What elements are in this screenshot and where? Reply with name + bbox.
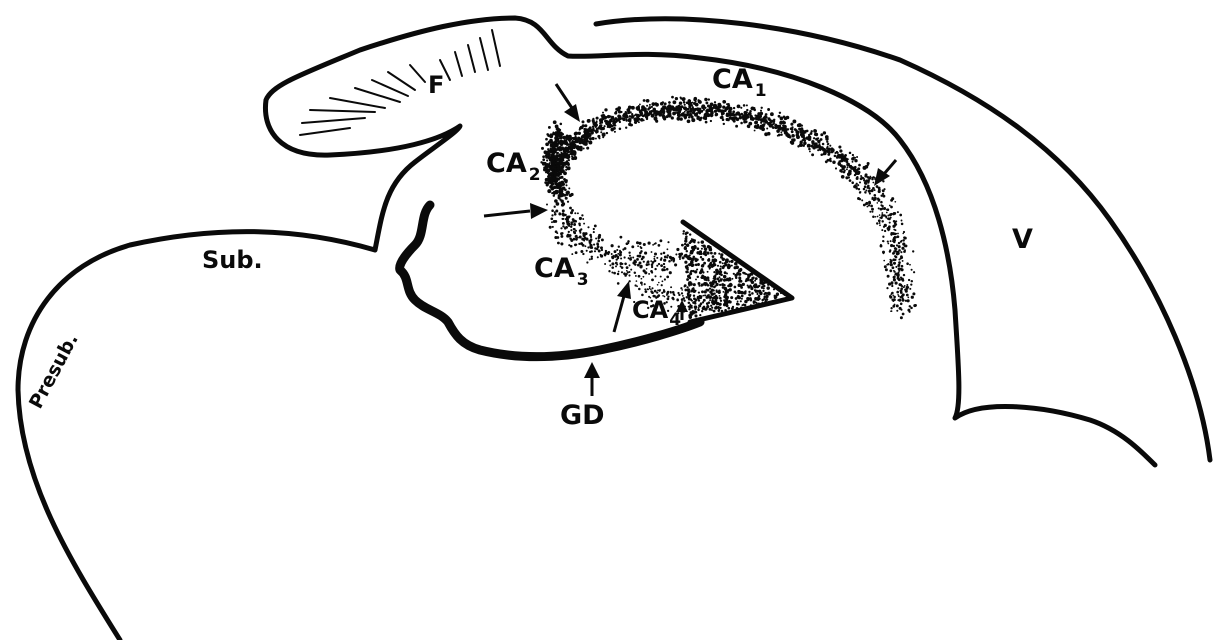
pyramidal-cell-layer — [540, 96, 917, 320]
hippocampus-outline — [18, 18, 1155, 640]
arrow-ca1-ca2-border — [556, 84, 580, 122]
ca4-label: CA4 — [632, 296, 681, 330]
arrow-dentate-gyrus — [584, 362, 600, 396]
arrow-ca2-ca3-border — [484, 203, 548, 219]
ventricle-label: V — [1012, 224, 1033, 255]
subiculum-label: Sub. — [202, 246, 263, 274]
presubiculum-label: Presub. — [25, 330, 83, 413]
fornix-fibers — [300, 30, 500, 135]
arrow-ca3-ca4-border — [614, 281, 631, 332]
dentate-gyrus-label: GD — [560, 400, 605, 431]
fornix-label: F — [428, 71, 444, 99]
arrow-ca1-end — [874, 160, 896, 186]
